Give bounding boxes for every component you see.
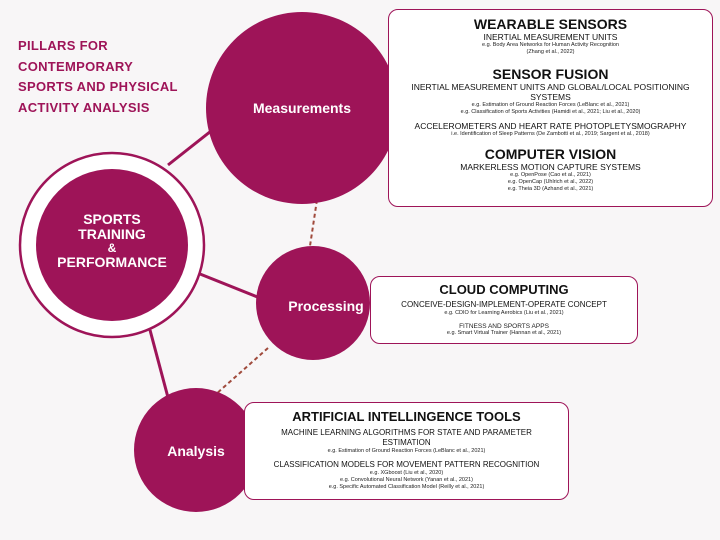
analysis-circle (134, 388, 258, 512)
center-circle (36, 169, 188, 321)
sensor-fusion-sub-1: INERTIAL MEASUREMENT UNITS AND GLOBAL/LO… (411, 82, 690, 92)
computer-vision-title: COMPUTER VISION (484, 146, 617, 162)
analysis-label: Analysis (167, 443, 225, 459)
ai-tools-example-3: e.g. Convolutional Neural Network (Yanan… (340, 477, 473, 483)
title-line-1: PILLARS FOR (18, 38, 108, 53)
ai-tools-title: ARTIFICIAL INTELLINGENCE TOOLS (292, 409, 521, 424)
processing-label: Processing (288, 298, 363, 314)
sensor-fusion-example-1: e.g. Estimation of Ground Reaction Force… (471, 102, 630, 108)
computer-vision-example-3: e.g. Theia 3D (Azhand et al., 2021) (507, 186, 594, 192)
ai-tools-example-2: e.g. XGboost (Liu et al., 2020) (369, 470, 444, 476)
center-line-4: PERFORMANCE (57, 254, 167, 270)
center-line-1: SPORTS (83, 211, 141, 227)
ai-tools-sub-1a: MACHINE LEARNING ALGORITHMS FOR STATE AN… (281, 428, 532, 437)
measurements-box: WEARABLE SENSORS INERTIAL MEASUREMENT UN… (388, 9, 713, 207)
cloud-computing-example-1: e.g. CDIO for Learning Aerobics (Liu et … (444, 310, 564, 316)
cloud-computing-sub-2: FITNESS AND SPORTS APPS (459, 323, 549, 330)
computer-vision-example-2: e.g. OpenCap (Uhlrich et al., 2022) (507, 179, 594, 185)
center-line-2: TRAINING (78, 226, 146, 242)
connector-center-analysis (148, 329, 172, 406)
analysis-box: ARTIFICIAL INTELLINGENCE TOOLS MACHINE L… (244, 402, 569, 500)
processing-box: CLOUD COMPUTING CONCEIVE-DESIGN-IMPLEMEN… (370, 276, 638, 344)
title-line-2: CONTEMPORARY (18, 58, 134, 74)
ai-tools-example-1: e.g. Estimation of Ground Reaction Force… (327, 448, 486, 454)
wearable-example-1: e.g. Body Area Networks for Human Activi… (482, 42, 619, 48)
wearable-sensors-title: WEARABLE SENSORS (473, 16, 628, 32)
wearable-sensors-sub: INERTIAL MEASUREMENT UNITS (483, 32, 618, 42)
ai-tools-sub-1b: ESTIMATION (382, 438, 431, 447)
title-line-3: SPORTS AND PHYSICAL (18, 79, 178, 94)
measurements-label: Measurements (253, 100, 351, 116)
connector-processing-analysis (214, 347, 269, 396)
measurements-circle (206, 12, 398, 204)
connector-center-processing (189, 268, 266, 302)
wearable-example-2: (Zhang et al., 2022) (526, 49, 575, 55)
page-title: PILLARS FOR CONTEMPORARY SPORTS AND PHYS… (18, 36, 208, 118)
cloud-computing-sub-1: CONCEIVE-DESIGN-IMPLEMENT-OPERATE CONCEP… (401, 300, 607, 309)
ai-tools-example-4: e.g. Specific Automated Classification M… (328, 484, 485, 490)
sensor-fusion-sub-1b: SYSTEMS (530, 92, 571, 102)
computer-vision-example-1: e.g. OpenPose (Cao et al., 2021) (510, 172, 591, 178)
ai-tools-sub-2: CLASSIFICATION MODELS FOR MOVEMENT PATTE… (273, 460, 540, 469)
sensor-fusion-example-2: e.g. Classification of Sports Activities… (460, 109, 641, 115)
processing-circle (256, 246, 370, 360)
cloud-computing-example-2: e.g. Smart Virtual Trainer (Hannan et al… (446, 330, 562, 336)
computer-vision-sub: MARKERLESS MOTION CAPTURE SYSTEMS (460, 162, 641, 172)
sensor-fusion-title: SENSOR FUSION (492, 66, 609, 82)
sensor-fusion-example-3: i.e. Identification of Sleep Patterns (D… (451, 131, 650, 137)
title-line-4: ACTIVITY ANALYSIS (18, 99, 150, 115)
sensor-fusion-sub-2: ACCELEROMETERS AND HEART RATE PHOTOPLETY… (414, 121, 687, 131)
cloud-computing-title: CLOUD COMPUTING (439, 282, 569, 297)
center-line-3: & (108, 241, 117, 255)
